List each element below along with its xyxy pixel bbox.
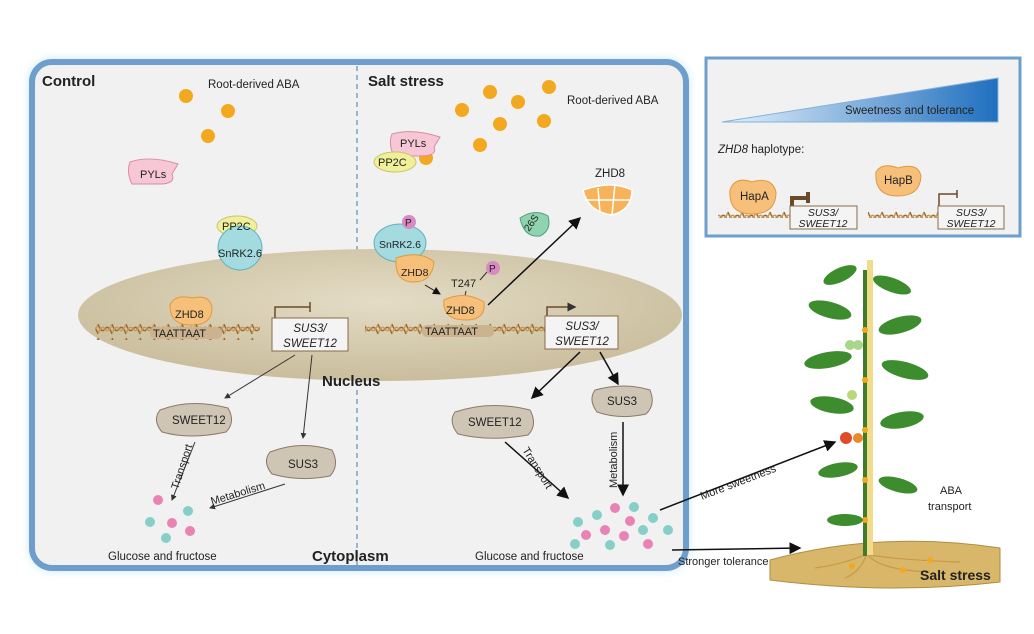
svg-text:PYLs: PYLs: [400, 138, 427, 150]
gradient-triangle: [721, 77, 999, 123]
sugars-label-control: Glucose and fructose: [108, 551, 217, 563]
arrow-control-sus3: [300, 354, 313, 439]
motif-salt: [422, 325, 494, 337]
sus3-salt: SUS3: [591, 385, 653, 418]
degradation-arrow: [487, 216, 582, 306]
sugars-label-salt: Glucose and fructose: [475, 551, 584, 563]
roots: [814, 554, 961, 579]
sugars-control: [145, 495, 195, 543]
arrow-to-zhd8: [424, 284, 441, 295]
svg-text:P: P: [489, 264, 496, 275]
svg-text:SUS3/: SUS3/: [565, 321, 600, 333]
svg-text:P: P: [405, 218, 412, 229]
svg-text:T247: T247: [451, 278, 476, 290]
svg-text:SnRK2.6: SnRK2.6: [218, 248, 262, 260]
arrow-salt-sweet12: [530, 351, 581, 400]
haplotype-title: ZHD8 haplotype:: [717, 144, 804, 156]
zhd8-phospho-salt: P T247 ZHD8: [443, 261, 500, 321]
gene-control: SUS3/ SWEET12: [271, 302, 349, 352]
hapB-gene-line1: SUS3/: [956, 207, 987, 219]
metabolism-label-salt: Metabolism: [608, 432, 620, 488]
sweet12-salt: SWEET12: [451, 404, 534, 439]
salt-aba-label: Root-derived ABA: [567, 95, 659, 107]
hapA-gene-line2: SWEET12: [798, 218, 847, 230]
aba-molecules-salt: [419, 80, 556, 165]
soil: [769, 540, 1001, 589]
dna-hapB: [868, 208, 938, 218]
proteasome-26s: 26S: [519, 212, 550, 237]
sweetness-arrow: [659, 440, 837, 511]
svg-text:PP2C: PP2C: [378, 157, 407, 169]
svg-text:PYLs: PYLs: [140, 169, 167, 181]
svg-text:PP2C: PP2C: [222, 221, 251, 233]
arrow-salt-sus3: [599, 351, 619, 386]
tolerance-arrow: [671, 542, 802, 555]
svg-text:SnRK2.6: SnRK2.6: [379, 239, 421, 251]
aba-molecules-control: [179, 89, 235, 143]
aba-transport-label-2: transport: [928, 501, 971, 513]
svg-text:SWEET12: SWEET12: [172, 415, 226, 427]
cytoplasm-label: Cytoplasm: [312, 548, 389, 565]
tomato-plant: [769, 260, 1001, 589]
tomatoes: [840, 340, 863, 444]
gradient-label: Sweetness and tolerance: [845, 105, 974, 117]
svg-text:SWEET12: SWEET12: [555, 336, 609, 348]
svg-text:SUS3: SUS3: [288, 459, 318, 471]
svg-text:HapB: HapB: [884, 175, 913, 187]
gene-salt: SUS3/ SWEET12: [544, 302, 619, 350]
svg-text:ZHD8: ZHD8: [401, 267, 429, 279]
pp2c-snrk-complex-control: PP2C SnRK2.6: [216, 215, 263, 271]
svg-text:SWEET12: SWEET12: [283, 338, 337, 350]
metabolism-arrow-control: [209, 483, 286, 510]
weak-repression-icon: [938, 190, 958, 206]
pyls-pp2c-salt: PYLs PP2C: [373, 131, 441, 173]
svg-text:ZHD8: ZHD8: [175, 309, 204, 321]
aba-transport-label: ABA: [940, 485, 963, 497]
hapA-protein: HapA: [729, 179, 777, 215]
transport-arrow-control: [171, 441, 196, 501]
zhd8-control: ZHD8: [169, 296, 213, 326]
phospho-p1: [402, 215, 416, 229]
pyls-control: PYLs: [127, 158, 179, 185]
sweet12-control: SWEET12: [156, 402, 232, 437]
snrk-zhd8-complex-salt: P SnRK2.6 ZHD8: [373, 215, 435, 283]
zhd8-degraded: [582, 183, 633, 216]
motif-control-label: TAATTAAT: [153, 328, 206, 340]
hapB-protein: HapB: [875, 165, 922, 197]
salt-title: Salt stress: [368, 73, 444, 90]
hapB-gene-line2: SWEET12: [946, 218, 995, 230]
gene-hapA: [789, 205, 858, 230]
gene-hapB: [937, 205, 1005, 230]
motif-control: [150, 327, 222, 339]
svg-text:ZHD8: ZHD8: [446, 305, 475, 317]
hapA-gene-line1: SUS3/: [808, 207, 839, 219]
control-aba-label: Root-derived ABA: [208, 79, 300, 91]
svg-text:SUS3: SUS3: [607, 396, 637, 408]
more-sweetness-label: More sweetness: [699, 463, 779, 503]
motif-salt-label: TAATTAAT: [425, 326, 478, 338]
arrow-control-sweet12: [224, 354, 296, 399]
svg-text:SWEET12: SWEET12: [468, 417, 522, 429]
stronger-tolerance-label: Stronger tolerance: [678, 556, 769, 568]
nucleus: [78, 249, 682, 381]
svg-text:HapA: HapA: [740, 191, 769, 203]
transport-arrow-salt: [504, 441, 570, 499]
control-title: Control: [42, 73, 95, 90]
nucleus-label: Nucleus: [322, 373, 380, 390]
sus3-control: SUS3: [266, 444, 336, 480]
salt-stress-soil-label: Salt stress: [920, 567, 991, 583]
root-aba: [849, 557, 933, 573]
svg-text:SUS3/: SUS3/: [293, 323, 328, 335]
zhd8-degraded-label: ZHD8: [595, 168, 625, 180]
sugars-salt: [570, 502, 673, 550]
